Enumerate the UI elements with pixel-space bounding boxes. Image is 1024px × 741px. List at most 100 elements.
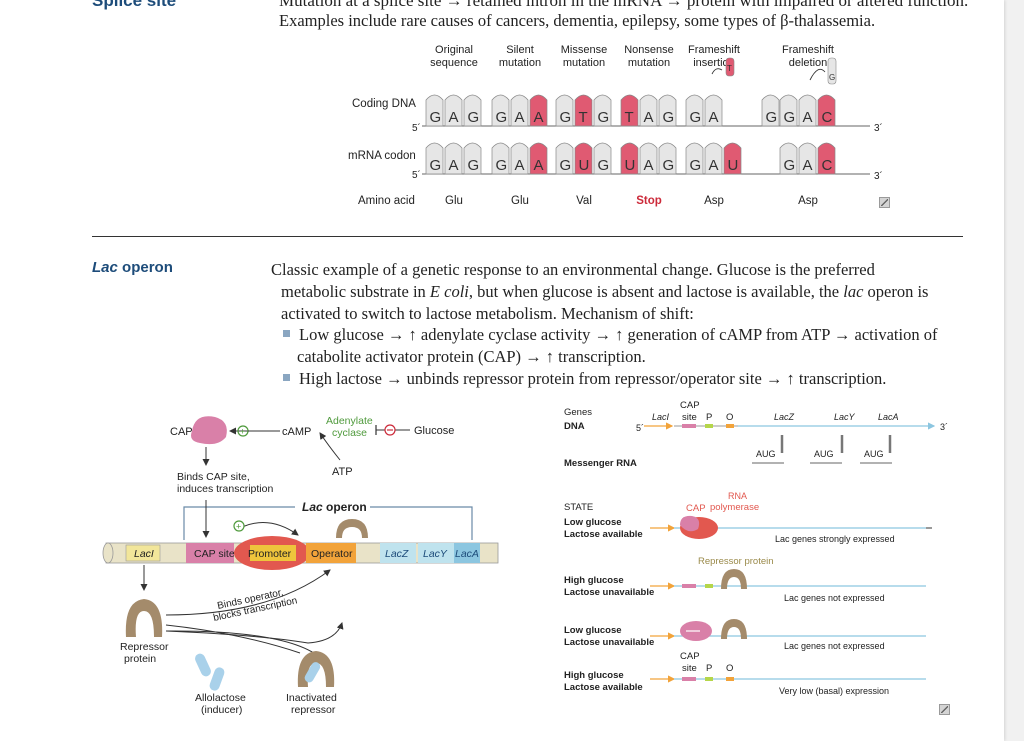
amino-acid-value: Asp [704,195,724,207]
svg-text:O: O [726,663,733,674]
dna-base-letter: A [449,109,459,126]
adenylate-label: Adenylate [326,415,373,427]
mrna-codon-label: mRNA codon [348,150,416,162]
dna-base-letter: G [663,109,675,126]
mrna-base [798,142,817,175]
svg-text:High glucose: High glucose [564,670,624,681]
cap-site-label: CAP site [194,548,235,560]
inactivated-label: Inactivated [286,692,337,704]
svg-text:5´: 5´ [412,122,421,134]
mrna-base-letter: U [728,157,739,174]
column-header: mutation [628,57,670,69]
dna-base [620,94,639,127]
lac-operon-label: Lac operon [302,500,367,514]
mrna-base-letter: G [663,157,675,174]
dna-base-letter: G [430,109,442,126]
dna-base-letter: G [598,109,610,126]
mrna-base [425,142,444,175]
mrna-base [620,142,639,175]
dna-base [444,94,463,127]
dna-base-letter: G [766,109,778,126]
dna-base-letter: A [803,109,813,126]
dna-base [593,94,612,127]
svg-text:Lactose available: Lactose available [564,682,643,693]
svg-text:5´: 5´ [636,423,644,433]
svg-text:site: site [682,412,697,423]
state-result: Lac genes not expressed [784,593,885,603]
genes-label: Genes [564,407,592,418]
svg-text:P: P [706,663,712,674]
mrna-base [593,142,612,175]
svg-text:P: P [706,412,712,423]
column-header: deletion [789,57,828,69]
allolactose-shape [195,653,211,677]
amino-acid-value: Glu [511,195,529,207]
svg-text:site: site [682,663,697,674]
dna-base-letter: A [515,109,525,126]
dna-base [685,94,704,127]
lac-para-line2: metabolic substrate in E coli, but when … [281,282,929,301]
mrna-base [639,142,658,175]
column-header: Missense [561,44,607,56]
column-header: Silent [506,44,534,56]
dna-base [510,94,529,127]
svg-text:AUG: AUG [814,449,834,459]
svg-text:+: + [236,522,241,532]
mrna-base-letter: G [690,157,702,174]
expand-image-icon[interactable] [879,197,890,208]
dna-base [817,94,836,127]
mrna-base [723,142,742,175]
mrna-base [658,142,677,175]
laci-gene-label: LacI [134,548,154,560]
dna-base-letter: G [468,109,480,126]
dna-base-letter: C [822,109,833,126]
mrna-base [510,142,529,175]
dna-base-letter: A [709,109,719,126]
dna-base [555,94,574,127]
coding-dna-label: Coding DNA [352,98,416,110]
mrna-base [574,142,593,175]
bullet-item: High lactose → unbinds repressor protein… [283,368,886,390]
svg-text:G: G [829,73,835,82]
svg-text:3´: 3´ [874,122,883,134]
svg-text:3´: 3´ [940,422,948,432]
svg-text:5´: 5´ [412,169,421,181]
binds-cap-label-2: induces transcription [177,483,273,495]
dna-base-letter: G [560,109,572,126]
lac-para-line3: activated to switch to lactose metabolis… [281,304,694,323]
dna-base-letter: T [625,109,634,126]
svg-text:LacZ: LacZ [774,412,795,422]
messenger-rna-label: Messenger RNA [564,458,637,469]
mrna-base-letter: A [644,157,654,174]
dna-base-letter: A [534,109,544,126]
column-header: Nonsense [624,44,674,56]
state-result: Lac genes strongly expressed [775,534,895,544]
mrna-base-letter: G [430,157,442,174]
svg-text:High glucose: High glucose [564,575,624,586]
column-header: mutation [499,57,541,69]
dna-base-letter: A [644,109,654,126]
svg-text:CAP: CAP [686,503,706,514]
amino-acid-label: Amino acid [358,195,415,207]
dna-base [639,94,658,127]
lac-operon-regulation-diagram: CAP + cAMP Adenylate cyclase Glucose ATP… [102,415,499,716]
mrna-base-letter: G [560,157,572,174]
mrna-base-letter: G [496,157,508,174]
column-header: mutation [563,57,605,69]
amino-acid-value: Stop [636,195,662,207]
state-result: Very low (basal) expression [779,686,889,696]
bullet-icon [283,330,290,337]
svg-text:O: O [726,412,733,423]
column-header: insertion [693,57,735,69]
svg-text:3´: 3´ [874,170,883,182]
expand-image-icon[interactable] [939,704,950,715]
repressor-label-2: protein [124,653,156,665]
mrna-base-letter: U [579,157,590,174]
svg-text:Repressor protein: Repressor protein [698,556,774,567]
bullet-item: Low glucose → ↑ adenylate cyclase activi… [283,324,937,346]
inducer-label: (inducer) [201,704,242,716]
mrna-base-letter: A [803,157,813,174]
dna-base-letter: G [784,109,796,126]
operator-label: Operator [311,548,353,560]
